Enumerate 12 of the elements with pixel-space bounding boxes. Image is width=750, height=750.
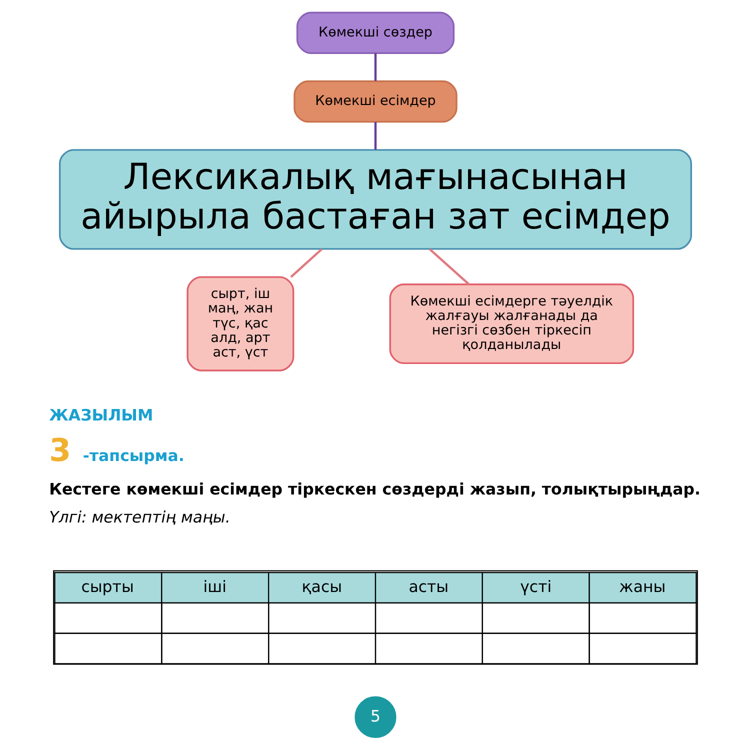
label: сырты [80, 576, 134, 596]
label: -тапсырма. [82, 446, 184, 465]
label: Үлгі: мектептің маңы. [48, 508, 230, 527]
label: үсті [520, 576, 552, 596]
label: іші [202, 576, 226, 596]
label: ЖАЗЫЛЫМ [48, 405, 153, 424]
label: Кестеге көмекші есімдер тіркескен сөздерді жазып, толықтырыңдар. [48, 480, 700, 499]
label: асты [408, 576, 448, 596]
label: қасы [301, 576, 342, 596]
label: 5 [370, 706, 380, 726]
label: 3 [48, 432, 71, 469]
label: жаны [618, 576, 666, 596]
